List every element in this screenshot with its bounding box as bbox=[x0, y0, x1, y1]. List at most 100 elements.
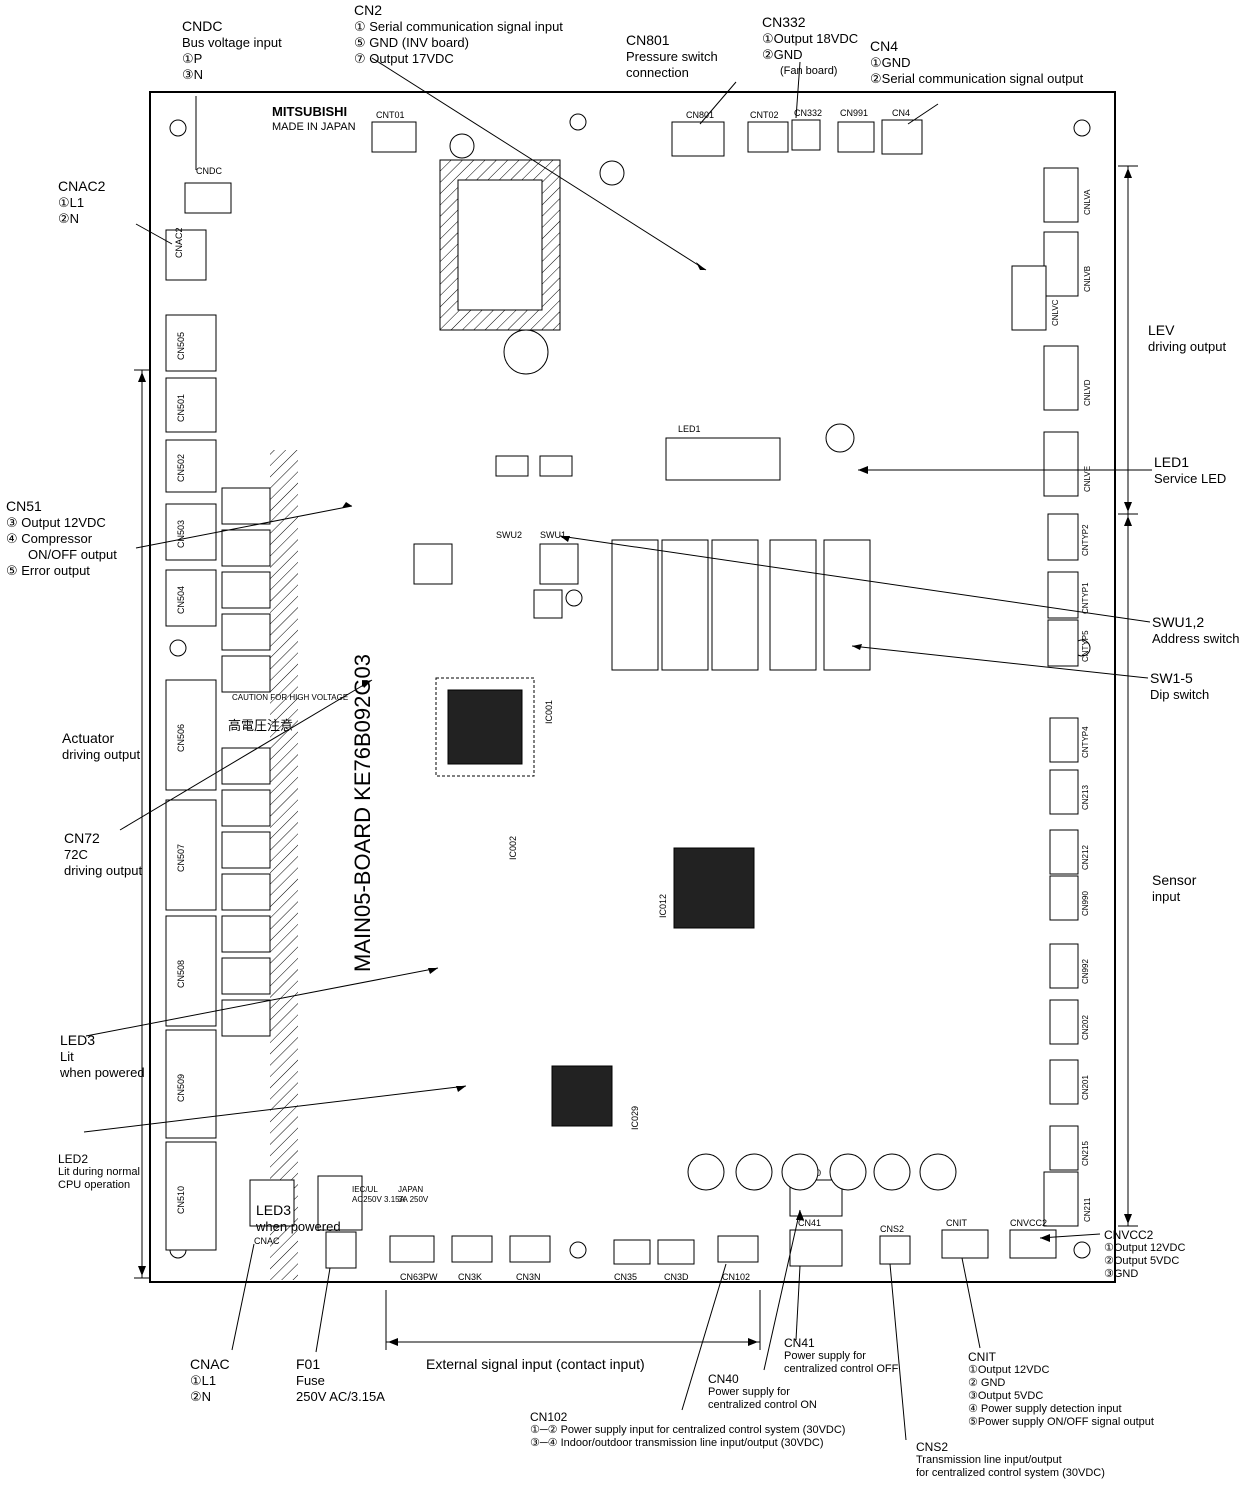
callout-title: CN801 bbox=[626, 32, 670, 48]
callout-cn51: CN51 ③ Output 12VDC ④ Compressor ON/OFF … bbox=[6, 498, 117, 579]
callout-cns2: CNS2 Transmission line input/output for … bbox=[916, 1440, 1105, 1480]
callout-line: ②GND bbox=[762, 47, 803, 62]
fuse-label-3: JAPAN bbox=[398, 1185, 423, 1194]
callout-line: input bbox=[1152, 889, 1181, 904]
mount-hole bbox=[565, 589, 583, 607]
svg-text:CNLVD: CNLVD bbox=[1083, 379, 1092, 406]
caution-jp: 高電圧注意 bbox=[228, 718, 293, 734]
callout-led2: LED2 Lit during normal CPU operation bbox=[58, 1152, 140, 1192]
svg-text:CNIT: CNIT bbox=[946, 1218, 967, 1228]
callout-title: CNDC bbox=[182, 18, 223, 34]
bottom-connectors bbox=[249, 1175, 1057, 1269]
callout-title: CN332 bbox=[762, 14, 806, 30]
callout-line: ⑤Power supply ON/OFF signal output bbox=[968, 1416, 1154, 1428]
callout-line: ①L1 bbox=[58, 195, 85, 210]
svg-text:CN3K: CN3K bbox=[458, 1272, 482, 1282]
callout-line: driving output bbox=[64, 863, 143, 878]
svg-text:CN992: CN992 bbox=[1081, 959, 1090, 984]
svg-text:CNTYP5: CNTYP5 bbox=[1081, 630, 1090, 662]
callout-title: CN51 bbox=[6, 498, 42, 514]
svg-text:CN3D: CN3D bbox=[664, 1272, 689, 1282]
callout-line: ①P bbox=[182, 51, 203, 66]
callout-line: ⑤ GND (INV board) bbox=[354, 35, 469, 50]
callout-line: when powered bbox=[256, 1219, 341, 1234]
callout-line: ③GND bbox=[1104, 1268, 1139, 1280]
callout-line: ③Output 5VDC bbox=[968, 1390, 1044, 1402]
callout-title: CN4 bbox=[870, 38, 899, 54]
callout-title: CNAC bbox=[190, 1356, 230, 1372]
svg-text:CN201: CN201 bbox=[1081, 1075, 1090, 1100]
callout-line: Pressure switch bbox=[626, 49, 718, 64]
callout-line: driving output bbox=[1148, 339, 1227, 354]
svg-text:CNDC: CNDC bbox=[196, 166, 222, 176]
svg-text:CN332: CN332 bbox=[794, 108, 822, 118]
callout-led1: LED1 Service LED bbox=[1154, 454, 1226, 487]
callout-line: ② GND bbox=[968, 1377, 1006, 1389]
callout-title: LED3 bbox=[256, 1202, 292, 1218]
svg-text:CNAC: CNAC bbox=[254, 1236, 280, 1246]
svg-text:CNTYP4: CNTYP4 bbox=[1081, 726, 1090, 758]
callout-actuator: Actuator driving output bbox=[62, 730, 140, 763]
callout-line: for centralized control system (30VDC) bbox=[916, 1467, 1105, 1479]
caution-text: CAUTION FOR HIGH VOLTAGE bbox=[232, 693, 348, 702]
mount-hole bbox=[169, 639, 187, 657]
callout-line: Address switch bbox=[1152, 631, 1240, 646]
svg-text:CNT01: CNT01 bbox=[376, 110, 405, 120]
svg-text:CN509: CN509 bbox=[176, 1074, 186, 1102]
fuse-label-2: AC250V 3.15A bbox=[352, 1195, 406, 1204]
callout-line: ①─② Power supply input for centralized c… bbox=[530, 1424, 846, 1436]
svg-text:CNAC2: CNAC2 bbox=[174, 227, 184, 258]
callout-title: LEV bbox=[1148, 322, 1175, 338]
callout-line: ① Serial communication signal input bbox=[354, 19, 563, 34]
capacitors bbox=[449, 133, 957, 1191]
svg-text:CN801: CN801 bbox=[686, 110, 714, 120]
callout-title: CN72 bbox=[64, 830, 100, 846]
callout-cnac2: CNAC2 ①L1 ②N bbox=[58, 178, 105, 227]
svg-text:CN202: CN202 bbox=[1081, 1015, 1090, 1040]
top-connectors bbox=[184, 119, 923, 214]
svg-text:CN102: CN102 bbox=[722, 1272, 750, 1282]
callout-cn332: CN332 ①Output 18VDC ②GND (Fan board) bbox=[762, 14, 858, 79]
svg-text:CNLVC: CNLVC bbox=[1051, 299, 1060, 326]
svg-text:CN215: CN215 bbox=[1081, 1141, 1090, 1166]
fuse-label-4: 3A 250V bbox=[398, 1195, 429, 1204]
fuse-label-1: IEC/UL bbox=[352, 1185, 378, 1194]
svg-text:CNLVB: CNLVB bbox=[1083, 266, 1092, 292]
brackets bbox=[134, 165, 1138, 1350]
callout-sw15: SW1-5 Dip switch bbox=[1150, 670, 1209, 703]
callout-led3: LED3 Lit when powered bbox=[60, 1032, 145, 1081]
callout-f01: F01 Fuse 250V AC/3.15A bbox=[296, 1356, 385, 1405]
callout-line: ①Output 12VDC bbox=[1104, 1242, 1186, 1254]
chips bbox=[413, 437, 781, 1127]
callout-title: CN40 bbox=[708, 1372, 739, 1386]
callout-line: 250V AC/3.15A bbox=[296, 1389, 385, 1404]
callout-line: ③ Output 12VDC bbox=[6, 515, 106, 530]
callout-cn801: CN801 Pressure switch connection bbox=[626, 32, 718, 81]
callout-sensor: Sensor input bbox=[1152, 872, 1196, 905]
svg-text:CN35: CN35 bbox=[614, 1272, 637, 1282]
callout-line: Fuse bbox=[296, 1373, 325, 1388]
callout-swu: SWU1,2 Address switch bbox=[1152, 614, 1239, 647]
svg-text:CN3N: CN3N bbox=[516, 1272, 541, 1282]
callout-title: CN2 bbox=[354, 2, 383, 18]
callout-cn4: CN4 ①GND ②Serial communication signal ou… bbox=[870, 38, 1083, 87]
callout-line: ②Output 5VDC bbox=[1104, 1255, 1180, 1267]
callout-cn40: CN40 Power supply for centralized contro… bbox=[708, 1372, 817, 1412]
callout-external: External signal input (contact input) bbox=[426, 1356, 645, 1373]
callout-title: CNIT bbox=[968, 1350, 996, 1364]
callout-line: ①GND bbox=[870, 55, 911, 70]
ic012: IC012 bbox=[658, 894, 668, 918]
svg-text:CNVCC2: CNVCC2 bbox=[1010, 1218, 1047, 1228]
callout-title: CN41 bbox=[784, 1336, 815, 1350]
leader-arrows bbox=[342, 262, 1050, 1242]
callout-lev: LEV driving output bbox=[1148, 322, 1226, 355]
callout-line: ON/OFF output bbox=[28, 547, 117, 562]
callout-line: centralized control ON bbox=[708, 1399, 817, 1411]
callout-line: CPU operation bbox=[58, 1179, 131, 1191]
brand-text: MITSUBISHI bbox=[272, 104, 347, 119]
ic002: IC002 bbox=[508, 836, 518, 860]
svg-text:CN63PW: CN63PW bbox=[400, 1272, 438, 1282]
svg-text:CN506: CN506 bbox=[176, 724, 186, 752]
callout-title: SWU1,2 bbox=[1152, 614, 1205, 630]
